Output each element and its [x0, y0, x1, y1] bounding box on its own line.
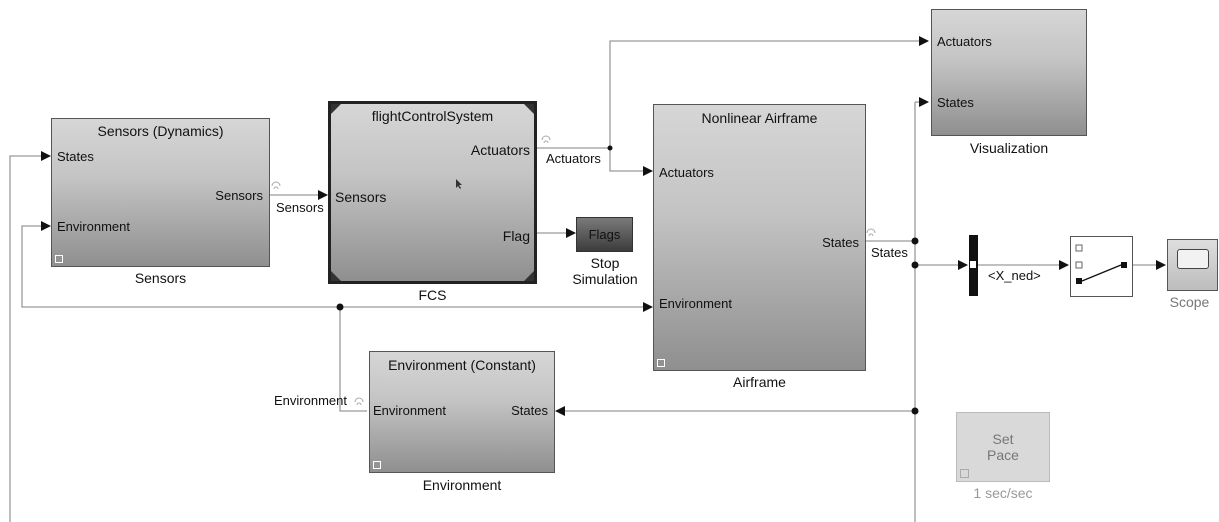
visualization-block[interactable]: Actuators States	[931, 9, 1087, 136]
environment-port-states: States	[511, 403, 548, 418]
airframe-port-environment: Environment	[659, 296, 732, 311]
sensors-port-environment: Environment	[57, 219, 130, 234]
signal-log-icon	[541, 135, 551, 144]
branch-point	[911, 261, 919, 269]
stop-simulation-label-line2: Simulation	[572, 271, 638, 287]
resize-handle-icon[interactable]	[331, 104, 341, 114]
wire-environment-out	[339, 307, 367, 412]
sensors-port-states: States	[57, 149, 94, 164]
set-pace-line2: Pace	[987, 447, 1019, 463]
library-link-icon	[960, 469, 969, 478]
flags-text: Flags	[588, 227, 621, 242]
resize-handle-icon[interactable]	[524, 271, 534, 281]
signal-label-actuators: Actuators	[546, 151, 601, 166]
visualization-port-actuators: Actuators	[937, 34, 992, 49]
environment-block-title: Environment (Constant)	[388, 357, 536, 373]
signal-label-states: States	[871, 245, 908, 260]
signal-label-sensors: Sensors	[276, 200, 324, 215]
wire-actuators-to-visualization	[609, 36, 929, 148]
fcs-port-flag: Flag	[502, 228, 530, 244]
stop-simulation-label-line1: Stop	[590, 255, 620, 271]
sensors-block[interactable]: Sensors (Dynamics) States Environment Se…	[51, 118, 270, 267]
switch-icon	[1075, 244, 1127, 284]
manual-switch-block[interactable]	[1070, 236, 1133, 297]
environment-block-label: Environment	[422, 477, 502, 493]
airframe-block-title: Nonlinear Airframe	[701, 110, 818, 126]
airframe-port-states-out: States	[822, 235, 859, 250]
resize-handle-icon[interactable]	[331, 271, 341, 281]
environment-block[interactable]: Environment (Constant) Environment State…	[369, 351, 555, 473]
resize-handle-icon[interactable]	[524, 104, 534, 114]
fcs-block-label: FCS	[418, 287, 447, 303]
sensors-block-title: Sensors (Dynamics)	[97, 123, 224, 139]
bus-selector-signal-label: <X_ned>	[988, 268, 1041, 283]
model-reference-icon	[657, 359, 665, 367]
fcs-block[interactable]: flightControlSystem Sensors Actuators Fl…	[328, 101, 537, 284]
bus-selector-block[interactable]	[969, 235, 978, 296]
scope-block[interactable]	[1167, 239, 1218, 291]
visualization-block-label: Visualization	[969, 140, 1049, 156]
stop-simulation-block[interactable]: Flags	[576, 217, 633, 252]
scope-block-label: Scope	[1169, 294, 1210, 310]
mouse-cursor-icon	[456, 179, 462, 189]
branch-point	[911, 237, 919, 245]
set-pace-line1: Set	[992, 431, 1014, 447]
stop-simulation-label: Stop Simulation	[560, 255, 650, 287]
set-pace-text: Set Pace	[957, 431, 1049, 463]
signal-log-icon	[271, 181, 281, 190]
signal-log-icon	[354, 397, 364, 406]
model-reference-icon	[55, 255, 63, 263]
bus-selector-port-icon	[970, 261, 976, 268]
environment-port-environment: Environment	[373, 403, 446, 418]
branch-point	[911, 407, 919, 415]
branch-point	[607, 145, 613, 151]
airframe-block[interactable]: Nonlinear Airframe Actuators Environment…	[653, 104, 866, 371]
airframe-block-label: Airframe	[733, 374, 786, 390]
set-pace-label: 1 sec/sec	[973, 485, 1033, 501]
airframe-port-actuators: Actuators	[659, 165, 714, 180]
wire-environment-to-sensors	[21, 221, 340, 308]
model-reference-icon	[373, 461, 381, 469]
fcs-port-actuators: Actuators	[470, 142, 530, 158]
set-pace-block[interactable]: Set Pace	[956, 412, 1050, 482]
fcs-port-sensors: Sensors	[335, 189, 387, 205]
signal-label-environment: Environment	[274, 393, 347, 408]
sensors-port-sensors-out: Sensors	[215, 188, 263, 203]
signal-log-icon	[866, 228, 876, 237]
sensors-block-label: Sensors	[134, 270, 187, 286]
fcs-block-title: flightControlSystem	[371, 108, 494, 124]
branch-point	[336, 303, 344, 311]
wire-states-feedback-to-sensors	[9, 151, 51, 522]
visualization-port-states: States	[937, 95, 974, 110]
scope-screen-icon	[1177, 249, 1209, 269]
wire-actuators-to-airframe	[609, 148, 653, 176]
